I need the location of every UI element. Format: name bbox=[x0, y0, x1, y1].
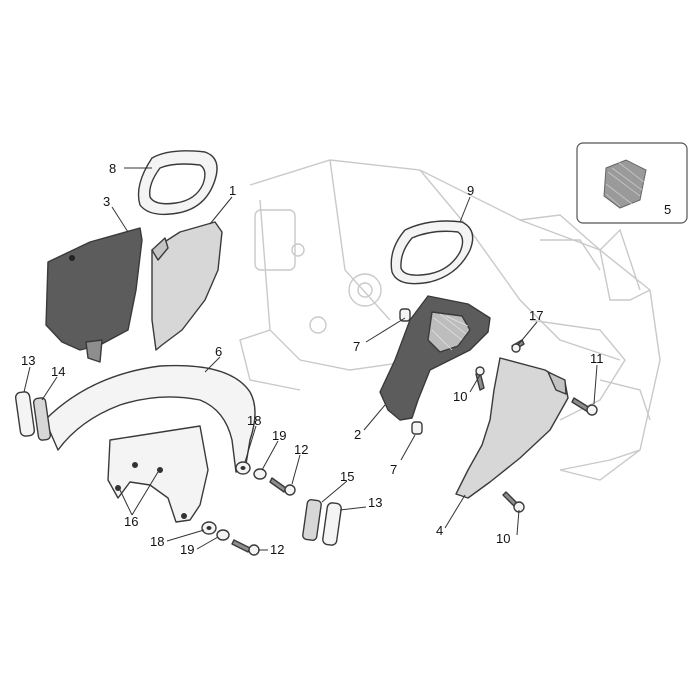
callout-label: 5 bbox=[664, 202, 671, 217]
callout-label: 2 bbox=[354, 427, 361, 442]
callout-label: 18 bbox=[247, 413, 261, 428]
part-1-side-panel bbox=[151, 221, 223, 351]
part-13-14-left-bracket bbox=[14, 391, 52, 441]
callout-label: 4 bbox=[436, 523, 443, 538]
callout-label: 7 bbox=[353, 339, 360, 354]
part-5-inset bbox=[576, 142, 688, 224]
part-6-front-fender bbox=[44, 364, 256, 523]
callout-label: 19 bbox=[272, 428, 286, 443]
callout-labels: 8 3 1 9 5 7 17 11 10 2 7 4 10 13 14 6 18… bbox=[21, 161, 671, 557]
part-8-trim-ring bbox=[137, 150, 218, 216]
ghost-frame bbox=[239, 159, 661, 481]
part-3-side-panel bbox=[45, 227, 143, 363]
callout-label: 13 bbox=[368, 495, 382, 510]
callout-label: 18 bbox=[150, 534, 164, 549]
leader-lines bbox=[23, 167, 598, 551]
callout-label: 12 bbox=[270, 542, 284, 557]
callout-label: 16 bbox=[124, 514, 138, 529]
part-9-trim-ring bbox=[390, 220, 474, 285]
callout-label: 15 bbox=[340, 469, 354, 484]
callout-label: 6 bbox=[215, 344, 222, 359]
callout-label: 1 bbox=[229, 183, 236, 198]
callout-label: 8 bbox=[109, 161, 116, 176]
part-4-lower-cover bbox=[455, 357, 569, 499]
part-2-air-duct bbox=[379, 295, 491, 421]
callout-label: 3 bbox=[103, 194, 110, 209]
callout-label: 10 bbox=[453, 389, 467, 404]
callout-label: 9 bbox=[467, 183, 474, 198]
callout-label: 12 bbox=[294, 442, 308, 457]
callout-label: 19 bbox=[180, 542, 194, 557]
callout-label: 11 bbox=[590, 351, 604, 366]
part-13-15-right-bracket bbox=[302, 499, 342, 546]
callout-label: 14 bbox=[51, 364, 65, 379]
callout-label: 10 bbox=[496, 531, 510, 546]
callout-label: 13 bbox=[21, 353, 35, 368]
callout-label: 7 bbox=[390, 462, 397, 477]
callout-label: 17 bbox=[529, 308, 543, 323]
